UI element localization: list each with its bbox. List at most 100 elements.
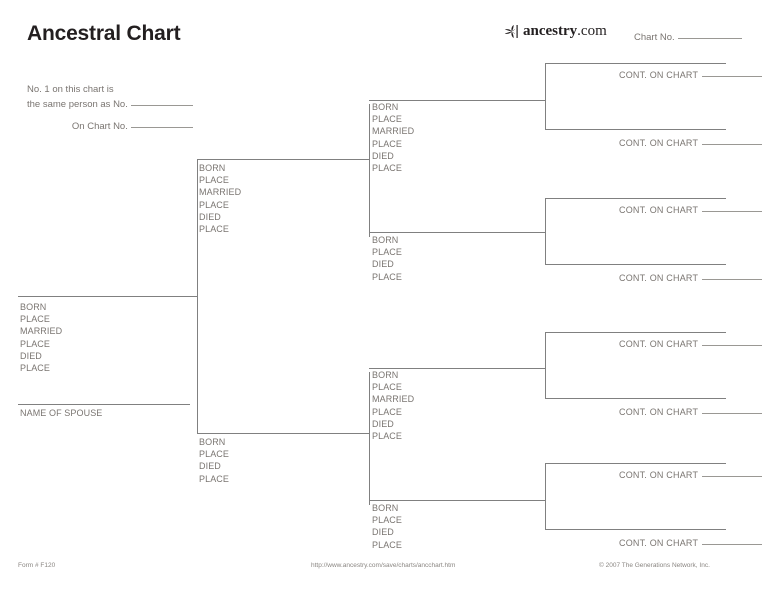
ancestry-logo-text: ancestry.com (523, 22, 607, 39)
gen3-field: BORN (372, 102, 399, 112)
gen3-field: MARRIED (372, 126, 415, 137)
gen4-3-cont-top[interactable]: CONT. ON CHART (619, 468, 763, 480)
page-title: Ancestral Chart (27, 22, 181, 45)
gen3-1-fields: BORN PLACE DIED PLACE (372, 234, 402, 283)
gen4-0-top-rule (545, 63, 726, 64)
cont-on-chart-label: CONT. ON CHART (619, 538, 699, 548)
cont-on-chart-label: CONT. ON CHART (619, 273, 699, 283)
gen3-field: PLACE (372, 138, 403, 149)
gen2-field: PLACE (199, 224, 230, 235)
gen4-2-vertical-bus (545, 332, 546, 398)
gen3-field: DIED (372, 150, 394, 161)
connector-gen3-3-to-gen4-3 (537, 500, 546, 501)
cont-on-chart-label: CONT. ON CHART (619, 138, 699, 148)
person1-fields: BORN PLACE MARRIED PLACE DIED PLACE (20, 301, 62, 374)
gen2-0-fields: BORN PLACE MARRIED PLACE DIED PLACE (199, 162, 241, 235)
gen3-field: DIED (372, 418, 394, 429)
gen2-1-top-rule (197, 433, 369, 434)
on-chart-no-blank[interactable] (130, 119, 193, 128)
gen2-field: PLACE (199, 199, 230, 210)
gen4-3-bottom-rule (545, 529, 726, 530)
connector-gen2-0-to-gen3 (362, 159, 370, 160)
cont-on-chart-blank[interactable] (702, 468, 763, 477)
gen4-0-bottom-rule (545, 129, 726, 130)
logo-tld: .com (577, 22, 607, 39)
note-line-1: No. 1 on this chart is (27, 84, 114, 95)
gen3-field: PLACE (372, 271, 403, 282)
gen3-field: PLACE (372, 247, 403, 258)
gen3-field: DIED (372, 527, 394, 538)
note-line-3: On Chart No. (71, 121, 128, 132)
person1-field: PLACE (20, 314, 51, 325)
gen3-upper-vertical-bus (369, 104, 370, 237)
person1-field: DIED (20, 350, 42, 361)
note-line-2: the same person as No. (27, 98, 128, 110)
person1-field: BORN (20, 302, 47, 312)
gen4-3-cont-bottom[interactable]: CONT. ON CHART (619, 536, 763, 548)
cont-on-chart-blank[interactable] (702, 203, 763, 212)
ancestry-logo: ancestry.com (504, 22, 607, 40)
gen3-field: DIED (372, 259, 394, 270)
gen4-1-bottom-rule (545, 264, 726, 265)
person1-field: MARRIED (20, 326, 63, 337)
gen4-1-vertical-bus (545, 198, 546, 264)
gen2-field: DIED (199, 461, 221, 472)
footer-form-number: Form # F120 (18, 562, 56, 569)
gen2-field: BORN (199, 437, 226, 447)
connector-gen3-2-to-gen4-2 (537, 368, 546, 369)
gen2-field: DIED (199, 211, 221, 222)
cont-on-chart-blank[interactable] (702, 271, 763, 280)
gen3-field: PLACE (372, 431, 403, 442)
gen3-0-top-rule (369, 100, 545, 101)
gen3-3-fields: BORN PLACE DIED PLACE (372, 502, 402, 551)
same-person-no-blank[interactable] (130, 97, 193, 106)
cont-on-chart-blank[interactable] (702, 536, 763, 545)
gen2-field: PLACE (199, 473, 230, 484)
cont-on-chart-label: CONT. ON CHART (619, 339, 699, 349)
gen3-field: PLACE (372, 539, 403, 550)
gen4-1-cont-top[interactable]: CONT. ON CHART (619, 203, 763, 215)
chart-no-label: Chart No. (634, 32, 675, 43)
gen2-1-fields: BORN PLACE DIED PLACE (199, 436, 229, 485)
gen3-field: PLACE (372, 114, 403, 125)
gen4-0-cont-top[interactable]: CONT. ON CHART (619, 68, 763, 80)
gen2-field: BORN (199, 163, 226, 173)
chart-no-blank[interactable] (677, 30, 742, 39)
gen3-1-top-rule (369, 232, 545, 233)
gen3-3-top-rule (369, 500, 545, 501)
cont-on-chart-blank[interactable] (702, 405, 763, 414)
cont-on-chart-blank[interactable] (702, 68, 763, 77)
gen3-field: PLACE (372, 382, 403, 393)
gen4-0-cont-bottom[interactable]: CONT. ON CHART (619, 136, 763, 148)
connector-person1-to-gen2 (190, 296, 198, 297)
footer-url[interactable]: http://www.ancestry.com/save/charts/ancc… (311, 562, 456, 569)
note-line-2-wrap: the same person as No. (27, 97, 193, 112)
gen2-vertical-bus (197, 159, 198, 434)
gen3-field: PLACE (372, 515, 403, 526)
gen3-field: PLACE (372, 163, 403, 174)
logo-brand: ancestry (523, 22, 578, 39)
chart-no-field[interactable]: Chart No. (634, 30, 742, 43)
gen3-2-top-rule (369, 368, 545, 369)
gen3-field: BORN (372, 235, 399, 245)
gen4-1-cont-bottom[interactable]: CONT. ON CHART (619, 271, 763, 283)
cont-on-chart-label: CONT. ON CHART (619, 205, 699, 215)
gen4-0-vertical-bus (545, 63, 546, 129)
person1-field: PLACE (20, 363, 51, 374)
person1-top-rule (18, 296, 190, 297)
gen4-2-top-rule (545, 332, 726, 333)
note-line-3-wrap: On Chart No. (27, 119, 193, 134)
gen3-lower-vertical-bus (369, 372, 370, 505)
gen3-field: BORN (372, 370, 399, 380)
person1-field: PLACE (20, 338, 51, 349)
gen4-2-cont-bottom[interactable]: CONT. ON CHART (619, 405, 763, 417)
cont-on-chart-blank[interactable] (702, 136, 763, 145)
gen4-2-cont-top[interactable]: CONT. ON CHART (619, 337, 763, 349)
gen3-field: BORN (372, 503, 399, 513)
ancestry-leaf-icon (504, 24, 518, 38)
cont-on-chart-blank[interactable] (702, 337, 763, 346)
same-person-note: No. 1 on this chart is the same person a… (27, 83, 193, 134)
footer-copyright: © 2007 The Generations Network, Inc. (599, 562, 710, 569)
gen3-field: PLACE (372, 406, 403, 417)
